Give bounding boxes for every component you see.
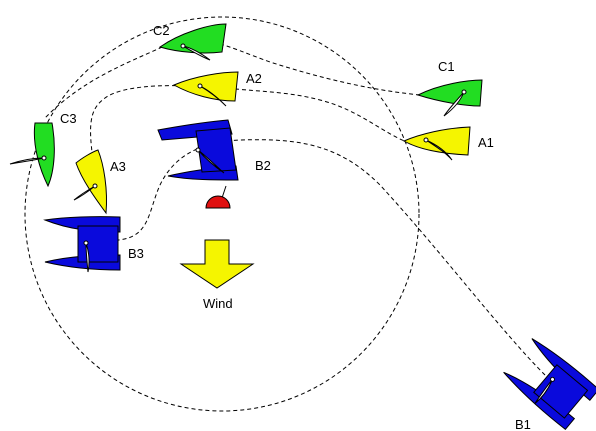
boat-a2: A2 [172, 71, 262, 107]
boat-label-c3: C3 [60, 111, 77, 126]
sail [85, 242, 90, 273]
boat-label-b1: B1 [515, 417, 531, 431]
track-b [117, 139, 546, 376]
boat-label-b2: B2 [255, 158, 271, 173]
boat-a1: A1 [402, 126, 494, 161]
sail [534, 379, 553, 405]
boat-label-a3: A3 [110, 159, 126, 174]
mark-body [205, 195, 231, 209]
boat-a3: A3 [73, 149, 126, 215]
boat-label-b3: B3 [128, 246, 144, 261]
zone-circle [24, 16, 420, 412]
buoy-mark-icon [205, 185, 231, 209]
wind-arrow: Wind [179, 239, 255, 311]
boat-label-c2: C2 [153, 23, 170, 38]
boat-b1: B1 [503, 338, 596, 431]
sail [9, 157, 45, 165]
sail [199, 85, 227, 107]
wind-label: Wind [203, 296, 233, 311]
boat-c2: C2 [153, 23, 227, 61]
boat-label-a2: A2 [246, 71, 262, 86]
boat-b2: B2 [157, 119, 271, 181]
boat-c3: C3 [9, 111, 77, 188]
track-c [44, 39, 421, 119]
sail [73, 185, 96, 201]
sail [425, 139, 453, 161]
arrow-down-icon [179, 239, 255, 289]
boat-b3: B3 [43, 216, 144, 273]
sail [182, 45, 211, 61]
boat-label-c1: C1 [438, 59, 455, 74]
sail [197, 149, 225, 174]
boat-c1: C1 [416, 59, 483, 117]
boat-label-a1: A1 [478, 135, 494, 150]
sail [443, 91, 465, 117]
track-a [90, 85, 411, 153]
